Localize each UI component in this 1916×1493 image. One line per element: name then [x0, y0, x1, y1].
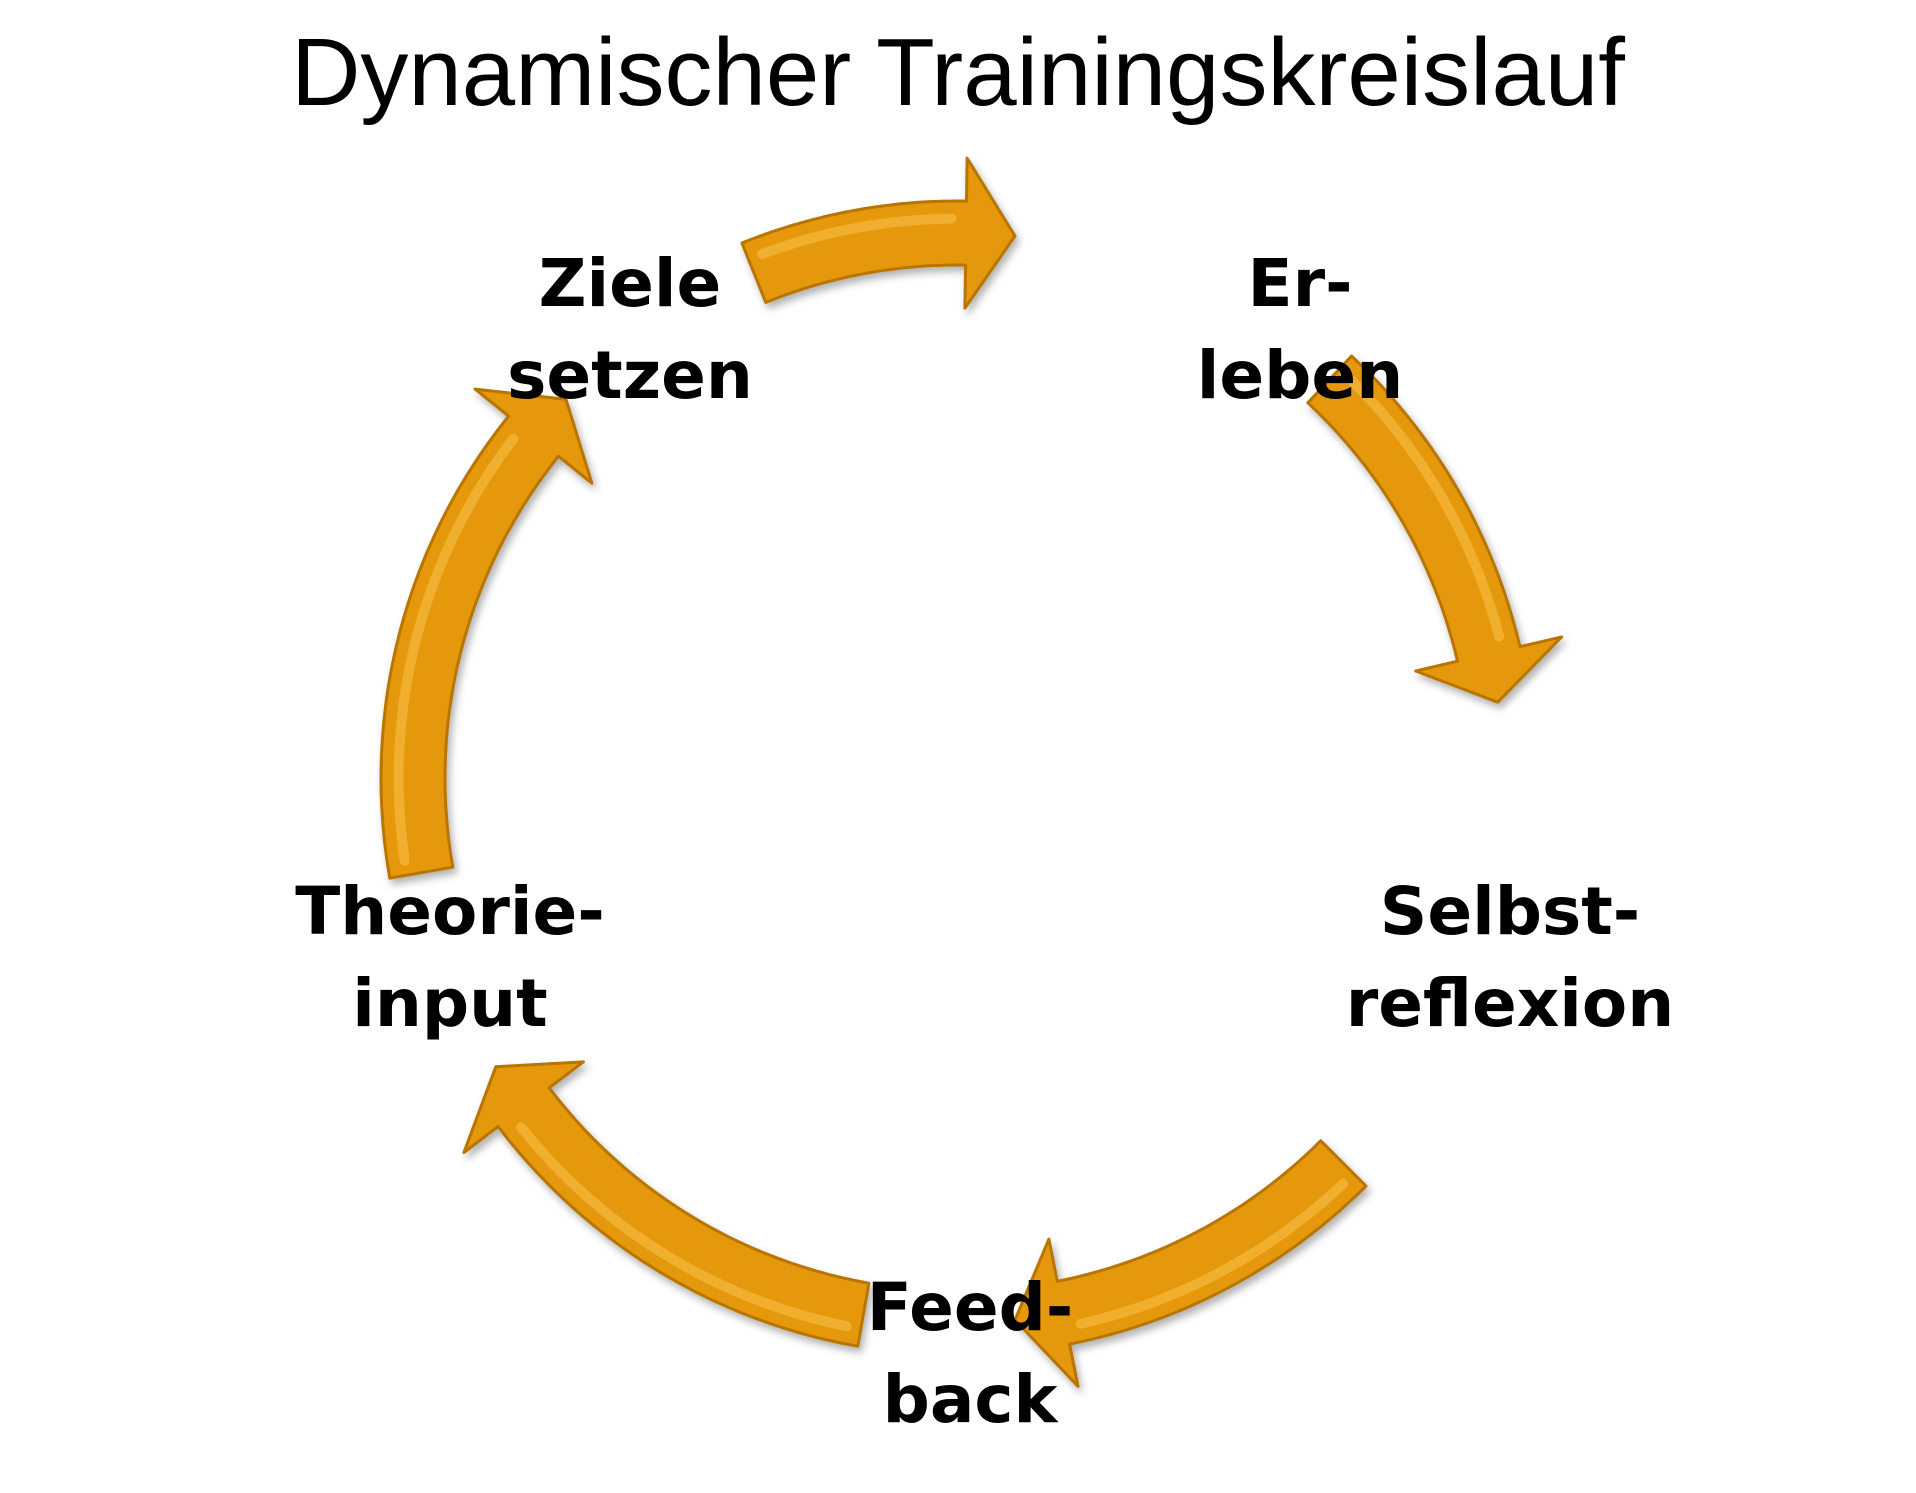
arrow-feed-back-to-theorie-input: [462, 1060, 871, 1348]
node-theorie-input-line1: Theorie-: [295, 873, 605, 950]
node-feed-back-line2: back: [882, 1361, 1058, 1438]
arrow-highlight: [1345, 374, 1505, 642]
node-feed-back: Feed- back: [780, 1262, 1160, 1446]
arrow-highlight: [516, 1122, 852, 1332]
arrow-ziele-setzen-to-er-leben: [740, 156, 1017, 310]
arrow-highlight: [757, 213, 957, 259]
node-selbst-reflexion-line2: reflexion: [1345, 965, 1675, 1042]
node-er-leben: Er- leben: [1110, 238, 1490, 422]
arrow-selbst-reflexion-to-feed-back: [1013, 1139, 1368, 1388]
node-ziele-setzen: Ziele setzen: [440, 238, 820, 422]
arrow-er-leben-to-selbst-reflexion: [1306, 354, 1564, 704]
node-theorie-input: Theorie- input: [240, 866, 660, 1050]
arrow-body: [740, 156, 1017, 310]
node-feed-back-line1: Feed-: [866, 1269, 1074, 1346]
node-selbst-reflexion: Selbst- reflexion: [1300, 866, 1720, 1050]
node-er-leben-line1: Er-: [1247, 245, 1353, 322]
node-selbst-reflexion-line1: Selbst-: [1379, 873, 1641, 950]
arrow-body: [462, 1060, 871, 1348]
diagram-title: Dynamischer Trainingskreislauf: [291, 19, 1625, 126]
node-er-leben-line2: leben: [1196, 337, 1404, 414]
arrow-body: [1013, 1139, 1368, 1388]
arrow-body: [379, 387, 594, 880]
arrow-theorie-input-to-ziele-setzen: [379, 387, 594, 880]
node-ziele-setzen-line1: Ziele: [538, 245, 722, 322]
arrow-highlight: [1075, 1178, 1349, 1329]
node-ziele-setzen-line2: setzen: [507, 337, 753, 414]
arrow-highlight: [393, 433, 519, 866]
node-theorie-input-line2: input: [352, 965, 548, 1042]
